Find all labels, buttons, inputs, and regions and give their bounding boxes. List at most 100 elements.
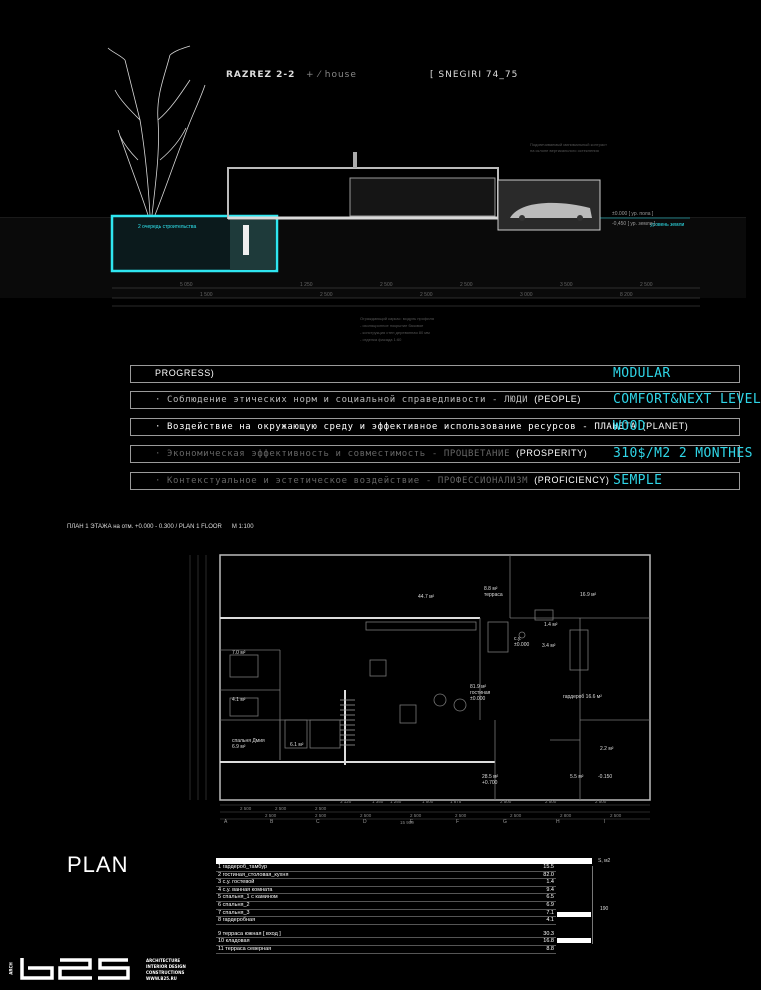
room-label: спальня Дмия 6.9 м² <box>232 738 265 750</box>
svg-text:на склоне вертикального остекл: на склоне вертикального остекления <box>530 148 599 153</box>
svg-text:1 875: 1 875 <box>450 799 462 804</box>
svg-text:2 500: 2 500 <box>460 282 473 288</box>
axis-label: C <box>316 819 320 825</box>
svg-text:2 500: 2 500 <box>315 806 327 811</box>
criteria-value: COMFORT&NEXT LEVEL <box>613 392 761 407</box>
criteria-ru: · Воздействие на окружающую среду и эффе… <box>155 422 637 432</box>
section-label: RAZREZ 2-2 <box>226 70 296 80</box>
section-annotation: 2 очередь строительства <box>138 224 197 230</box>
svg-text:2 500: 2 500 <box>240 806 252 811</box>
level-minus: -0,450 [ ур. земли ] <box>612 221 656 227</box>
room-label: 4.1 м² <box>232 697 246 703</box>
room-label: 1.4 м² <box>544 622 558 628</box>
svg-text:2 500: 2 500 <box>420 292 433 298</box>
logo-line: WWW.B25.RU <box>146 976 177 981</box>
room-label: 44.7 м² <box>418 594 435 600</box>
room-table-total: 190 <box>600 906 609 912</box>
criteria-ru: PROGRESS) <box>155 368 215 378</box>
criteria-value: MODULAR <box>613 366 671 381</box>
svg-text:2 500: 2 500 <box>500 799 512 804</box>
svg-text:2 500: 2 500 <box>410 813 422 818</box>
svg-text:2 500: 2 500 <box>510 813 522 818</box>
room-label: 28.5 м² +0.700 <box>482 774 499 786</box>
svg-text:8 200: 8 200 <box>620 292 633 298</box>
criteria-en: (PLANET) <box>642 421 689 431</box>
svg-text:2 500: 2 500 <box>455 813 467 818</box>
svg-text:1 250: 1 250 <box>390 799 402 804</box>
svg-text:Ограждающий каркас: модуль про: Ограждающий каркас: модуль профиля <box>360 316 434 321</box>
svg-text:2 500: 2 500 <box>275 806 287 811</box>
axis-label: F <box>456 819 460 825</box>
room-label: 6.1 м² <box>290 742 304 748</box>
svg-text:1 500: 1 500 <box>200 292 213 298</box>
plan-title: PLAN <box>67 852 129 877</box>
svg-text:1 250: 1 250 <box>300 282 313 288</box>
table-row: 9 терраса южная [ вход ]30.3 <box>216 930 556 939</box>
svg-text:3 000: 3 000 <box>520 292 533 298</box>
project-title: [ SNEGIRI 74_75 <box>430 70 519 80</box>
svg-text:2 500: 2 500 <box>595 799 607 804</box>
room-label: гардероб 16.6 м² <box>563 694 602 700</box>
tree-icon <box>107 45 206 216</box>
room-label: 81.9 м² гостиная ±0.000 <box>470 684 491 702</box>
svg-text:2 500: 2 500 <box>265 813 277 818</box>
house-mark: + ⁄ house <box>306 70 357 80</box>
axis-label: B <box>270 819 274 825</box>
criteria-row: · Экономическая эффективность и совмести… <box>130 445 752 463</box>
svg-text:2 500: 2 500 <box>545 799 557 804</box>
svg-text:3 500: 3 500 <box>560 282 573 288</box>
axis-label: H <box>556 819 560 825</box>
criteria-row: · Соблюдение этических норм и социальной… <box>130 391 761 409</box>
svg-text:2 500: 2 500 <box>320 292 333 298</box>
room-table-header-bar <box>216 858 592 864</box>
svg-text:15 900: 15 900 <box>400 820 414 825</box>
level-zero: ±0.000 [ ур. пола ] <box>612 211 654 217</box>
ground-level-label: уровень земли <box>650 222 685 228</box>
svg-text:- конструкция стен деревянная: - конструкция стен деревянная 80 мм <box>360 330 430 335</box>
svg-text:Подсвечиваемый минимальный кон: Подсвечиваемый минимальный контраст <box>530 142 607 147</box>
axis-label: D <box>363 819 367 825</box>
room-label: 7.0 м² <box>232 650 246 656</box>
criteria-row: · Контекстуальное и эстетическое воздейс… <box>130 472 740 490</box>
svg-text:2 500: 2 500 <box>360 813 372 818</box>
criteria-en: (PROSPERITY) <box>516 448 588 458</box>
criteria-ru: · Экономическая эффективность и совмести… <box>155 449 511 459</box>
svg-text:2 800: 2 800 <box>560 813 572 818</box>
axis-label: G <box>503 819 507 825</box>
room-label: 8.8 м² терраса <box>484 586 503 598</box>
room-label: -0.150 <box>598 774 613 780</box>
svg-text:1 500: 1 500 <box>422 799 434 804</box>
criteria-en: (PROFICIENCY) <box>534 475 610 485</box>
plan-caption: ПЛАН 1 ЭТАЖА на отм. +0.000 - 0.300 / PL… <box>67 524 254 530</box>
table-bar <box>557 938 591 943</box>
logo-line: INTERIOR DESIGN <box>146 964 186 969</box>
room-label: 3.4 м² <box>542 643 556 649</box>
criteria-value: SEMPLE <box>613 473 663 488</box>
svg-text:2 500: 2 500 <box>315 813 327 818</box>
room-label: 2.2 м² <box>600 746 614 752</box>
axis-label: E <box>410 819 414 825</box>
svg-text:2 500: 2 500 <box>640 282 653 288</box>
criteria-row: PROGRESS) MODULAR <box>130 365 740 383</box>
criteria-value: 310$/M2 2 MONTHES <box>613 446 753 461</box>
room-label: с.у. ±0.000 <box>514 636 530 648</box>
svg-text:2 500: 2 500 <box>380 282 393 288</box>
criteria-value: WOOD <box>613 419 646 434</box>
table-divider <box>592 866 593 944</box>
logo-line: ARCHITECTURE <box>146 958 181 963</box>
logo-line: CONSTRUCTIONS <box>146 970 185 975</box>
logo-side: ARCH <box>8 962 14 975</box>
